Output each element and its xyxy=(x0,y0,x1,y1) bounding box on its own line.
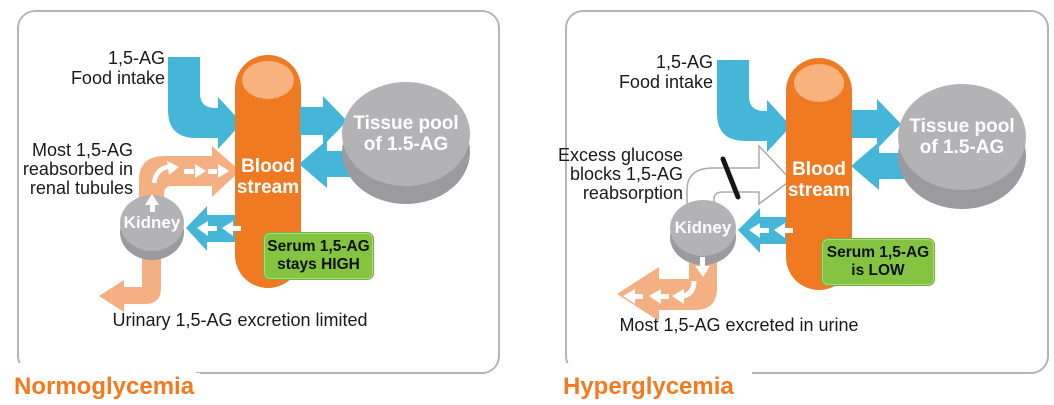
arrow-down-icon xyxy=(700,257,705,266)
tissue-pool-disk-top xyxy=(342,82,470,186)
arrow-left-icon xyxy=(207,226,217,231)
arrow-right-icon xyxy=(184,169,194,174)
arrow-left-icon xyxy=(749,223,760,238)
kidney-label: Kidney xyxy=(674,218,732,237)
arrow-left-icon xyxy=(649,289,661,304)
arrow-left-icon xyxy=(660,294,669,299)
food-intake-arrow xyxy=(717,60,791,152)
bottom-note: Most 1,5-AG excreted in urine xyxy=(619,315,859,335)
arrow-left-icon xyxy=(232,226,241,231)
hyperglycemia-panel: 1,5-AG Food intake Excess glucose blocks… xyxy=(527,0,1054,405)
arrow-left-icon xyxy=(197,221,208,236)
arrow-left-icon xyxy=(784,228,793,233)
excretion-arrow xyxy=(617,258,717,321)
food-intake-arrow xyxy=(168,57,242,149)
serum-status-badge: Serum 1,5-AG is LOW xyxy=(821,238,935,286)
blood-stream-label: Blood stream xyxy=(787,159,851,201)
excretion-flow-chevrons xyxy=(623,257,710,304)
arrow-right-icon xyxy=(208,169,217,174)
kidney-label: Kidney xyxy=(123,213,181,232)
arrow-up-icon xyxy=(145,194,159,205)
bottom-note: Urinary 1,5-AG excretion limited xyxy=(112,310,368,330)
excretion-arrow xyxy=(99,256,161,312)
tissue-pool-label: Tissue pool of 1.5-AG xyxy=(353,113,459,155)
diagram-graphics xyxy=(617,58,1026,321)
block-slash-icon xyxy=(720,156,741,200)
arrow-down-icon xyxy=(695,266,710,277)
curved-arrow-icon xyxy=(151,164,169,184)
food-intake-label: 1,5-AG Food intake xyxy=(70,48,165,88)
diagram-graphics xyxy=(99,55,470,312)
kidney-disk-top xyxy=(120,195,184,251)
blood-stream-cylinder-top xyxy=(794,64,844,102)
arrow-right-icon xyxy=(195,164,206,178)
arrow-left-icon xyxy=(774,223,785,238)
kidney-disk-top xyxy=(670,200,736,256)
arrow-up-icon xyxy=(150,204,155,212)
blood-stream-cylinder-top xyxy=(242,61,294,99)
panel-title: Normoglycemia xyxy=(14,373,201,401)
normoglycemia-panel: 1,5-AG Food intake Most 1,5-AG reabsorbe… xyxy=(12,10,500,401)
curved-arrow-icon xyxy=(682,280,697,299)
food-intake-label: 1,5-AG Food intake xyxy=(618,52,713,92)
blood-stream-cylinder xyxy=(235,55,301,288)
side-note: Excess glucose blocks 1,5-AG reabsorptio… xyxy=(557,145,683,203)
arrow-left-icon xyxy=(759,228,769,233)
reabsorption-flow-chevrons xyxy=(145,161,229,212)
blocked-reabsorption-arrow xyxy=(686,144,793,209)
arrow-left-icon xyxy=(623,289,635,304)
filtration-flow-chevrons xyxy=(749,223,793,238)
filtration-flow-chevrons xyxy=(197,221,241,236)
side-note: Most 1,5-AG reabsorbed in renal tubules xyxy=(22,140,133,198)
panel-title: Hyperglycemia xyxy=(563,373,740,401)
serum-status-badge: Serum 1,5-AG stays HIGH xyxy=(263,232,374,280)
arrow-left-icon xyxy=(222,221,233,236)
arrow-left-icon xyxy=(634,294,643,299)
tissue-uptake-arrow xyxy=(852,99,901,149)
blood-stream-cylinder xyxy=(786,58,852,290)
tissue-pool-disk-top xyxy=(898,84,1026,190)
arrow-right-icon xyxy=(218,164,229,178)
tissue-uptake-arrow xyxy=(300,96,347,146)
tissue-pool-label: Tissue pool of 1.5-AG xyxy=(909,116,1015,158)
arrow-left-icon xyxy=(672,289,684,304)
arrow-right-icon xyxy=(167,161,179,175)
blood-stream-label: Blood stream xyxy=(236,156,300,198)
